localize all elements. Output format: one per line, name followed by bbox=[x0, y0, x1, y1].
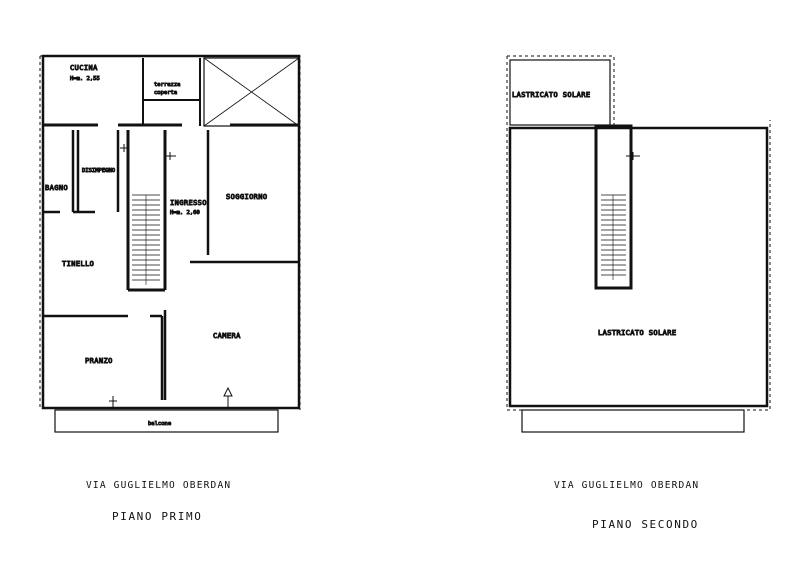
stair-shaft bbox=[594, 124, 633, 290]
wall bbox=[190, 130, 299, 264]
label-camera: CAMERA bbox=[213, 332, 241, 340]
stair-walls bbox=[126, 130, 167, 292]
wall bbox=[43, 130, 120, 214]
door-marker bbox=[223, 386, 233, 408]
door-marker bbox=[120, 144, 128, 152]
title-piano-primo: PIANO PRIMO bbox=[112, 510, 203, 523]
door-marker bbox=[626, 152, 640, 160]
wall bbox=[142, 58, 201, 126]
piano-primo-plan: CUCINA H=m. 2,55 terrazza coperta DISIMP… bbox=[39, 54, 301, 433]
upper-terrace bbox=[509, 59, 611, 126]
label-bagno: BAGNO bbox=[45, 184, 68, 192]
label-disimpegno: DISIMPEGNO bbox=[82, 168, 115, 174]
label-soggiorno: SOGGIORNO bbox=[226, 193, 268, 201]
stair-treads bbox=[601, 194, 626, 280]
door-marker bbox=[109, 396, 117, 408]
parapet bbox=[521, 409, 745, 433]
label-coperta: coperta bbox=[154, 90, 177, 96]
piano-secondo-plan: LASTRICATO SOLARE LASTRICATO SOLARE bbox=[506, 55, 771, 433]
street-caption-secondo: VIA GUGLIELMO OBERDAN bbox=[554, 480, 700, 491]
label-terrazza: terrazza bbox=[154, 82, 181, 88]
label-balcone: balcone bbox=[148, 421, 171, 427]
terrace-cross bbox=[203, 57, 300, 127]
boundary-dashed-line bbox=[39, 55, 301, 410]
label-lastricato-main: LASTRICATO SOLARE bbox=[598, 329, 676, 337]
label-pranzo: PRANZO bbox=[85, 357, 113, 365]
label-ingresso-height: H=m. 2,60 bbox=[170, 210, 200, 216]
boundary-dashed-line bbox=[506, 55, 771, 411]
label-lastricato-upper: LASTRICATO SOLARE bbox=[512, 91, 590, 99]
outer-wall bbox=[41, 54, 301, 410]
label-cucina-height: H=m. 2,55 bbox=[70, 76, 100, 82]
wall bbox=[43, 310, 167, 400]
label-tinello: TINELLO bbox=[62, 260, 94, 268]
label-cucina: CUCINA bbox=[70, 64, 98, 72]
main-slab bbox=[508, 126, 769, 408]
balcony bbox=[54, 409, 279, 433]
title-piano-secondo: PIANO SECONDO bbox=[592, 518, 699, 531]
street-caption-primo: VIA GUGLIELMO OBERDAN bbox=[86, 480, 232, 491]
door-marker bbox=[165, 152, 176, 160]
stair-treads bbox=[132, 194, 160, 285]
label-ingresso: INGRESSO bbox=[170, 199, 207, 207]
